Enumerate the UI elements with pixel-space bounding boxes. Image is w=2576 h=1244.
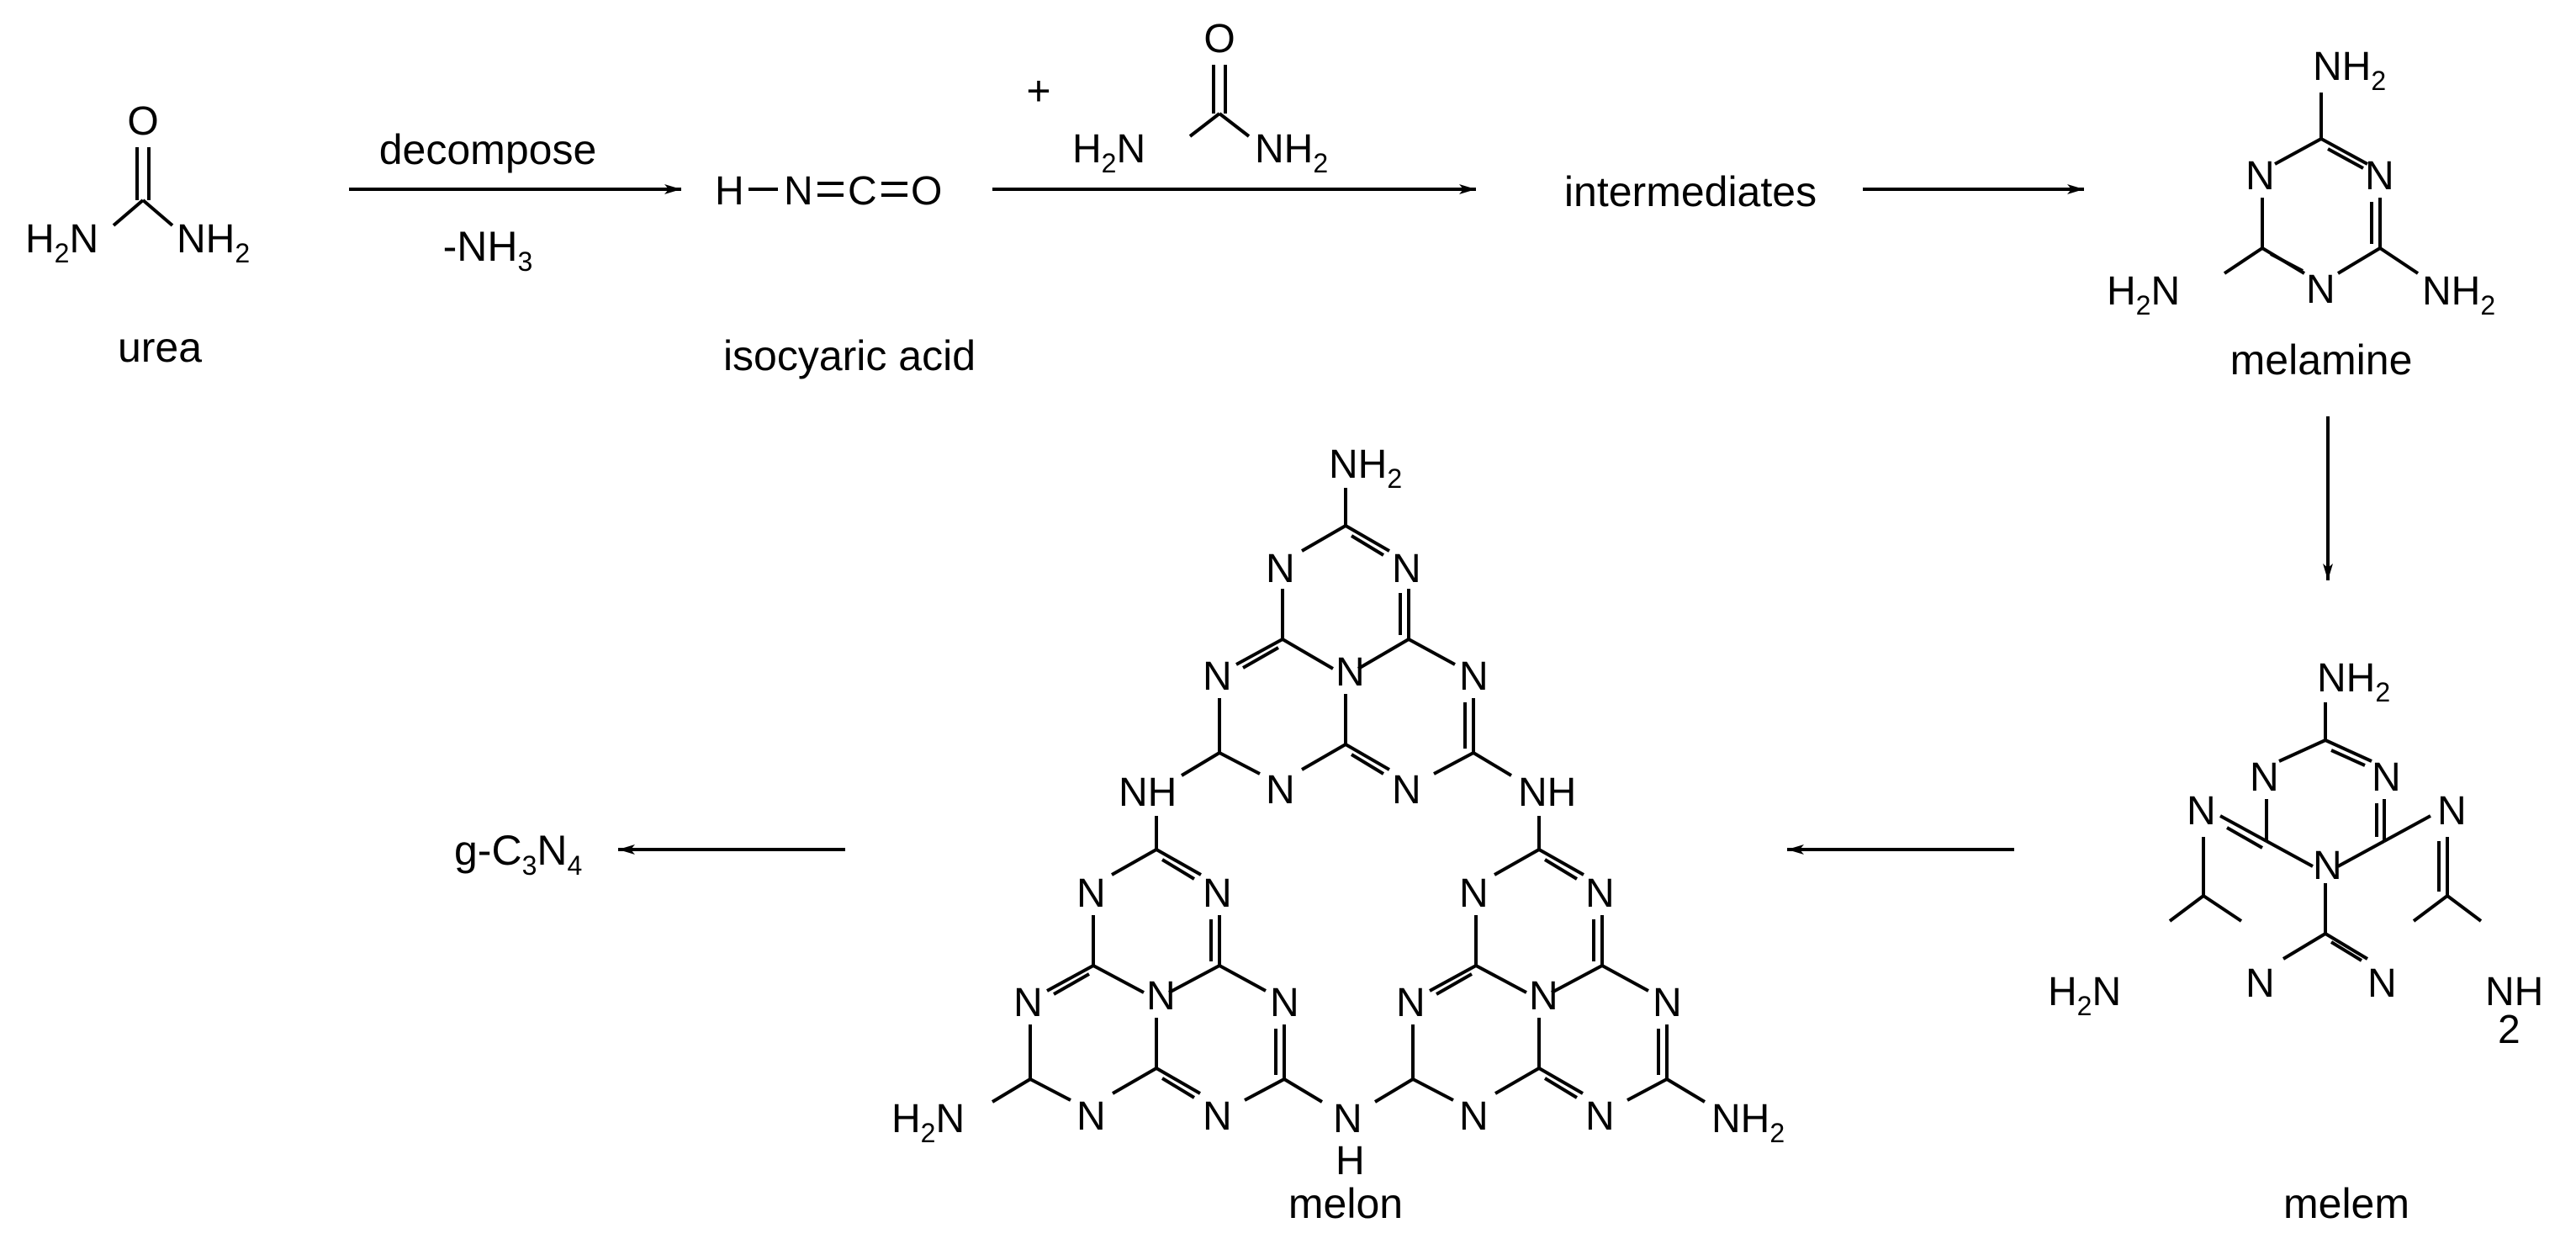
atom-label: N (2245, 961, 2275, 1006)
subscript: 2 (2498, 1008, 2520, 1052)
atom-label: N (2187, 789, 2216, 834)
atom-label: N (1266, 547, 1295, 591)
atom-label: N (1076, 871, 1106, 916)
atom-label: N (2365, 154, 2394, 199)
atom-label: N (1392, 547, 1421, 591)
atom-label: N (1076, 1094, 1106, 1139)
atom-label: N (1333, 1097, 1362, 1141)
atom-label: N (2306, 267, 2335, 312)
h2n-label: H2N (2107, 269, 2180, 320)
atom-label: N (1013, 981, 1043, 1025)
atom-label: H (715, 169, 744, 214)
melon-label: melon (1288, 1180, 1403, 1227)
melem-structure: NH2 N N N N N N N H2N NH 2 (2048, 656, 2543, 1052)
atom-label: N (1392, 768, 1421, 813)
atom-label: H (1336, 1139, 1365, 1183)
nh-label: NH (1119, 770, 1177, 815)
atom-label: N (1585, 1094, 1615, 1139)
atom-label: N (784, 169, 813, 214)
atom-label: N (2245, 154, 2275, 199)
atom-label: N (2313, 844, 2342, 888)
g-c3n4-label: g-C3N4 (454, 827, 582, 881)
minus-nh3-label: -NH3 (443, 223, 533, 277)
nh2-label: NH2 (2422, 269, 2495, 320)
atom-label: O (911, 169, 942, 214)
atom-label: N (1266, 768, 1295, 813)
atom-label: N (1336, 650, 1365, 695)
atom-label: N (1203, 654, 1232, 699)
intermediates-label: intermediates (1564, 168, 1817, 215)
atom-label: N (1459, 1094, 1489, 1139)
nh2-label: NH2 (1329, 442, 1402, 494)
urea-label: urea (118, 324, 202, 371)
isocyanic-acid-structure: H N C O (715, 169, 942, 214)
nh-label: NH (1518, 770, 1576, 815)
h2n-label: H2N (25, 217, 98, 268)
atom-label: N (1585, 871, 1615, 916)
atom-label: N (1146, 974, 1176, 1019)
atom-label: N (1203, 1094, 1232, 1139)
atom-label: N (2437, 789, 2467, 834)
nh2-label: NH2 (177, 217, 250, 268)
atom-label: N (1396, 981, 1426, 1025)
atom-label: N (1203, 871, 1232, 916)
atom-label: N (1529, 974, 1558, 1019)
h2n-label: H2N (891, 1097, 965, 1148)
atom-label: N (2367, 961, 2397, 1006)
nh2-label: NH2 (2317, 656, 2390, 707)
nh2-label: NH (2485, 970, 2543, 1014)
melem-label: melem (2283, 1180, 2409, 1227)
atom-label: N (1459, 871, 1489, 916)
atom-label: N (2250, 755, 2279, 800)
atom-label: N (2372, 755, 2401, 800)
atom-label: O (1203, 17, 1235, 61)
nh2-label: NH2 (1711, 1097, 1785, 1148)
atom-label: N (1270, 981, 1299, 1025)
atom-label: N (1459, 654, 1489, 699)
urea-structure: O H2N NH2 (25, 99, 250, 268)
plus-sign: + (1026, 67, 1050, 114)
melon-structure: NH2 N N N N N N N NH NH (891, 442, 1785, 1183)
nh2-label: NH2 (2313, 45, 2386, 96)
isocyanic-acid-label: isocyaric acid (723, 332, 976, 379)
h2n-label: H2N (1072, 127, 1145, 178)
atom-label: O (127, 99, 158, 144)
h2n-label: H2N (2048, 970, 2121, 1021)
melamine-label: melamine (2230, 336, 2413, 384)
atom-label: C (848, 169, 877, 214)
atom-label: N (1653, 981, 1682, 1025)
urea-reagent-structure: O H2N NH2 (1072, 17, 1328, 178)
melamine-structure: NH2 N N N H2N NH2 (2107, 45, 2495, 320)
decompose-label: decompose (379, 126, 597, 173)
nh2-label: NH2 (1255, 127, 1328, 178)
